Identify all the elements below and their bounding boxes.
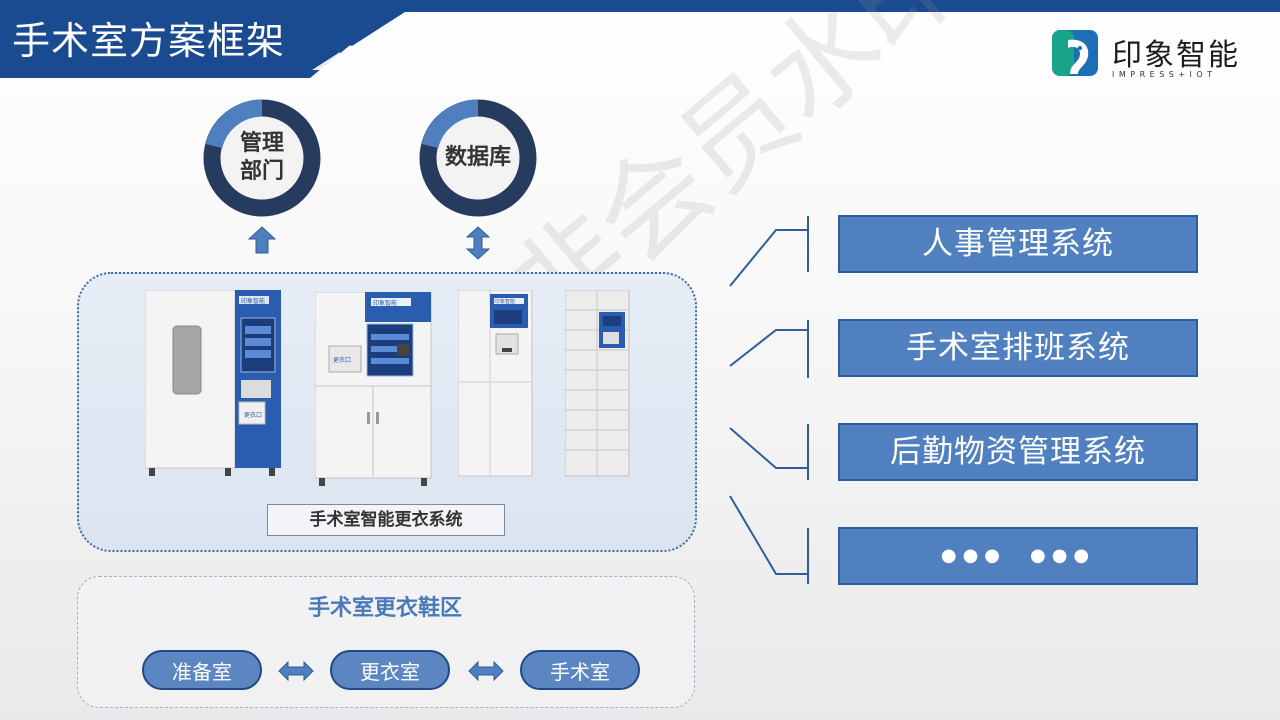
cabinet-small-screen-label: 更衣口 xyxy=(333,356,351,364)
cabinet-small-screen-label: 更衣口 xyxy=(244,411,262,419)
zone-title: 手术室更衣鞋区 xyxy=(307,596,462,621)
brand-name: 印象智能 xyxy=(1112,38,1240,73)
ring-graphic xyxy=(203,99,321,217)
cabinet-logo-label: 印象智能 xyxy=(495,298,515,305)
left-right-arrow-icon xyxy=(468,660,504,682)
up-down-arrow-icon xyxy=(466,226,490,260)
panel-caption: 手术室智能更衣系统 xyxy=(267,504,505,536)
system-hr[interactable]: 人事管理系统 xyxy=(838,215,1198,273)
brand-logo: 印象智能 IMPRESS+IOT xyxy=(1050,28,1250,82)
left-right-arrow-icon xyxy=(278,660,314,682)
up-arrow-icon xyxy=(248,226,276,254)
page-title: 手术室方案框架 xyxy=(12,19,286,63)
locker-cabinet-3[interactable]: 印象智能 xyxy=(458,290,536,480)
system-logistics[interactable]: 后勤物资管理系统 xyxy=(838,423,1198,481)
room-prep[interactable]: 准备室 xyxy=(142,650,262,690)
management-label: 管理 部门 xyxy=(239,131,284,184)
database-node[interactable]: 数据库 xyxy=(418,98,538,218)
locker-cabinet-1[interactable]: 更衣口 印象智能 xyxy=(145,290,285,480)
ring-graphic xyxy=(419,99,537,217)
management-node[interactable]: 管理 部门 xyxy=(202,98,322,218)
system-more[interactable]: ●●● ●●● xyxy=(838,527,1198,585)
room-operating[interactable]: 手术室 xyxy=(520,650,640,690)
room-changing[interactable]: 更衣室 xyxy=(330,650,450,690)
cabinet-logo-label: 印象智能 xyxy=(241,297,265,305)
brand-subtitle: IMPRESS+IOT xyxy=(1112,70,1217,79)
cabinet-logo-label: 印象智能 xyxy=(373,299,397,307)
database-label: 数据库 xyxy=(444,145,511,170)
title-banner xyxy=(0,0,405,78)
brand-logo-icon xyxy=(1052,30,1098,76)
system-connectors xyxy=(729,216,809,584)
system-or-scheduling[interactable]: 手术室排班系统 xyxy=(838,319,1198,377)
locker-cabinet-2[interactable]: 印象智能 更衣口 xyxy=(315,292,440,487)
locker-cabinet-4[interactable] xyxy=(565,290,633,480)
